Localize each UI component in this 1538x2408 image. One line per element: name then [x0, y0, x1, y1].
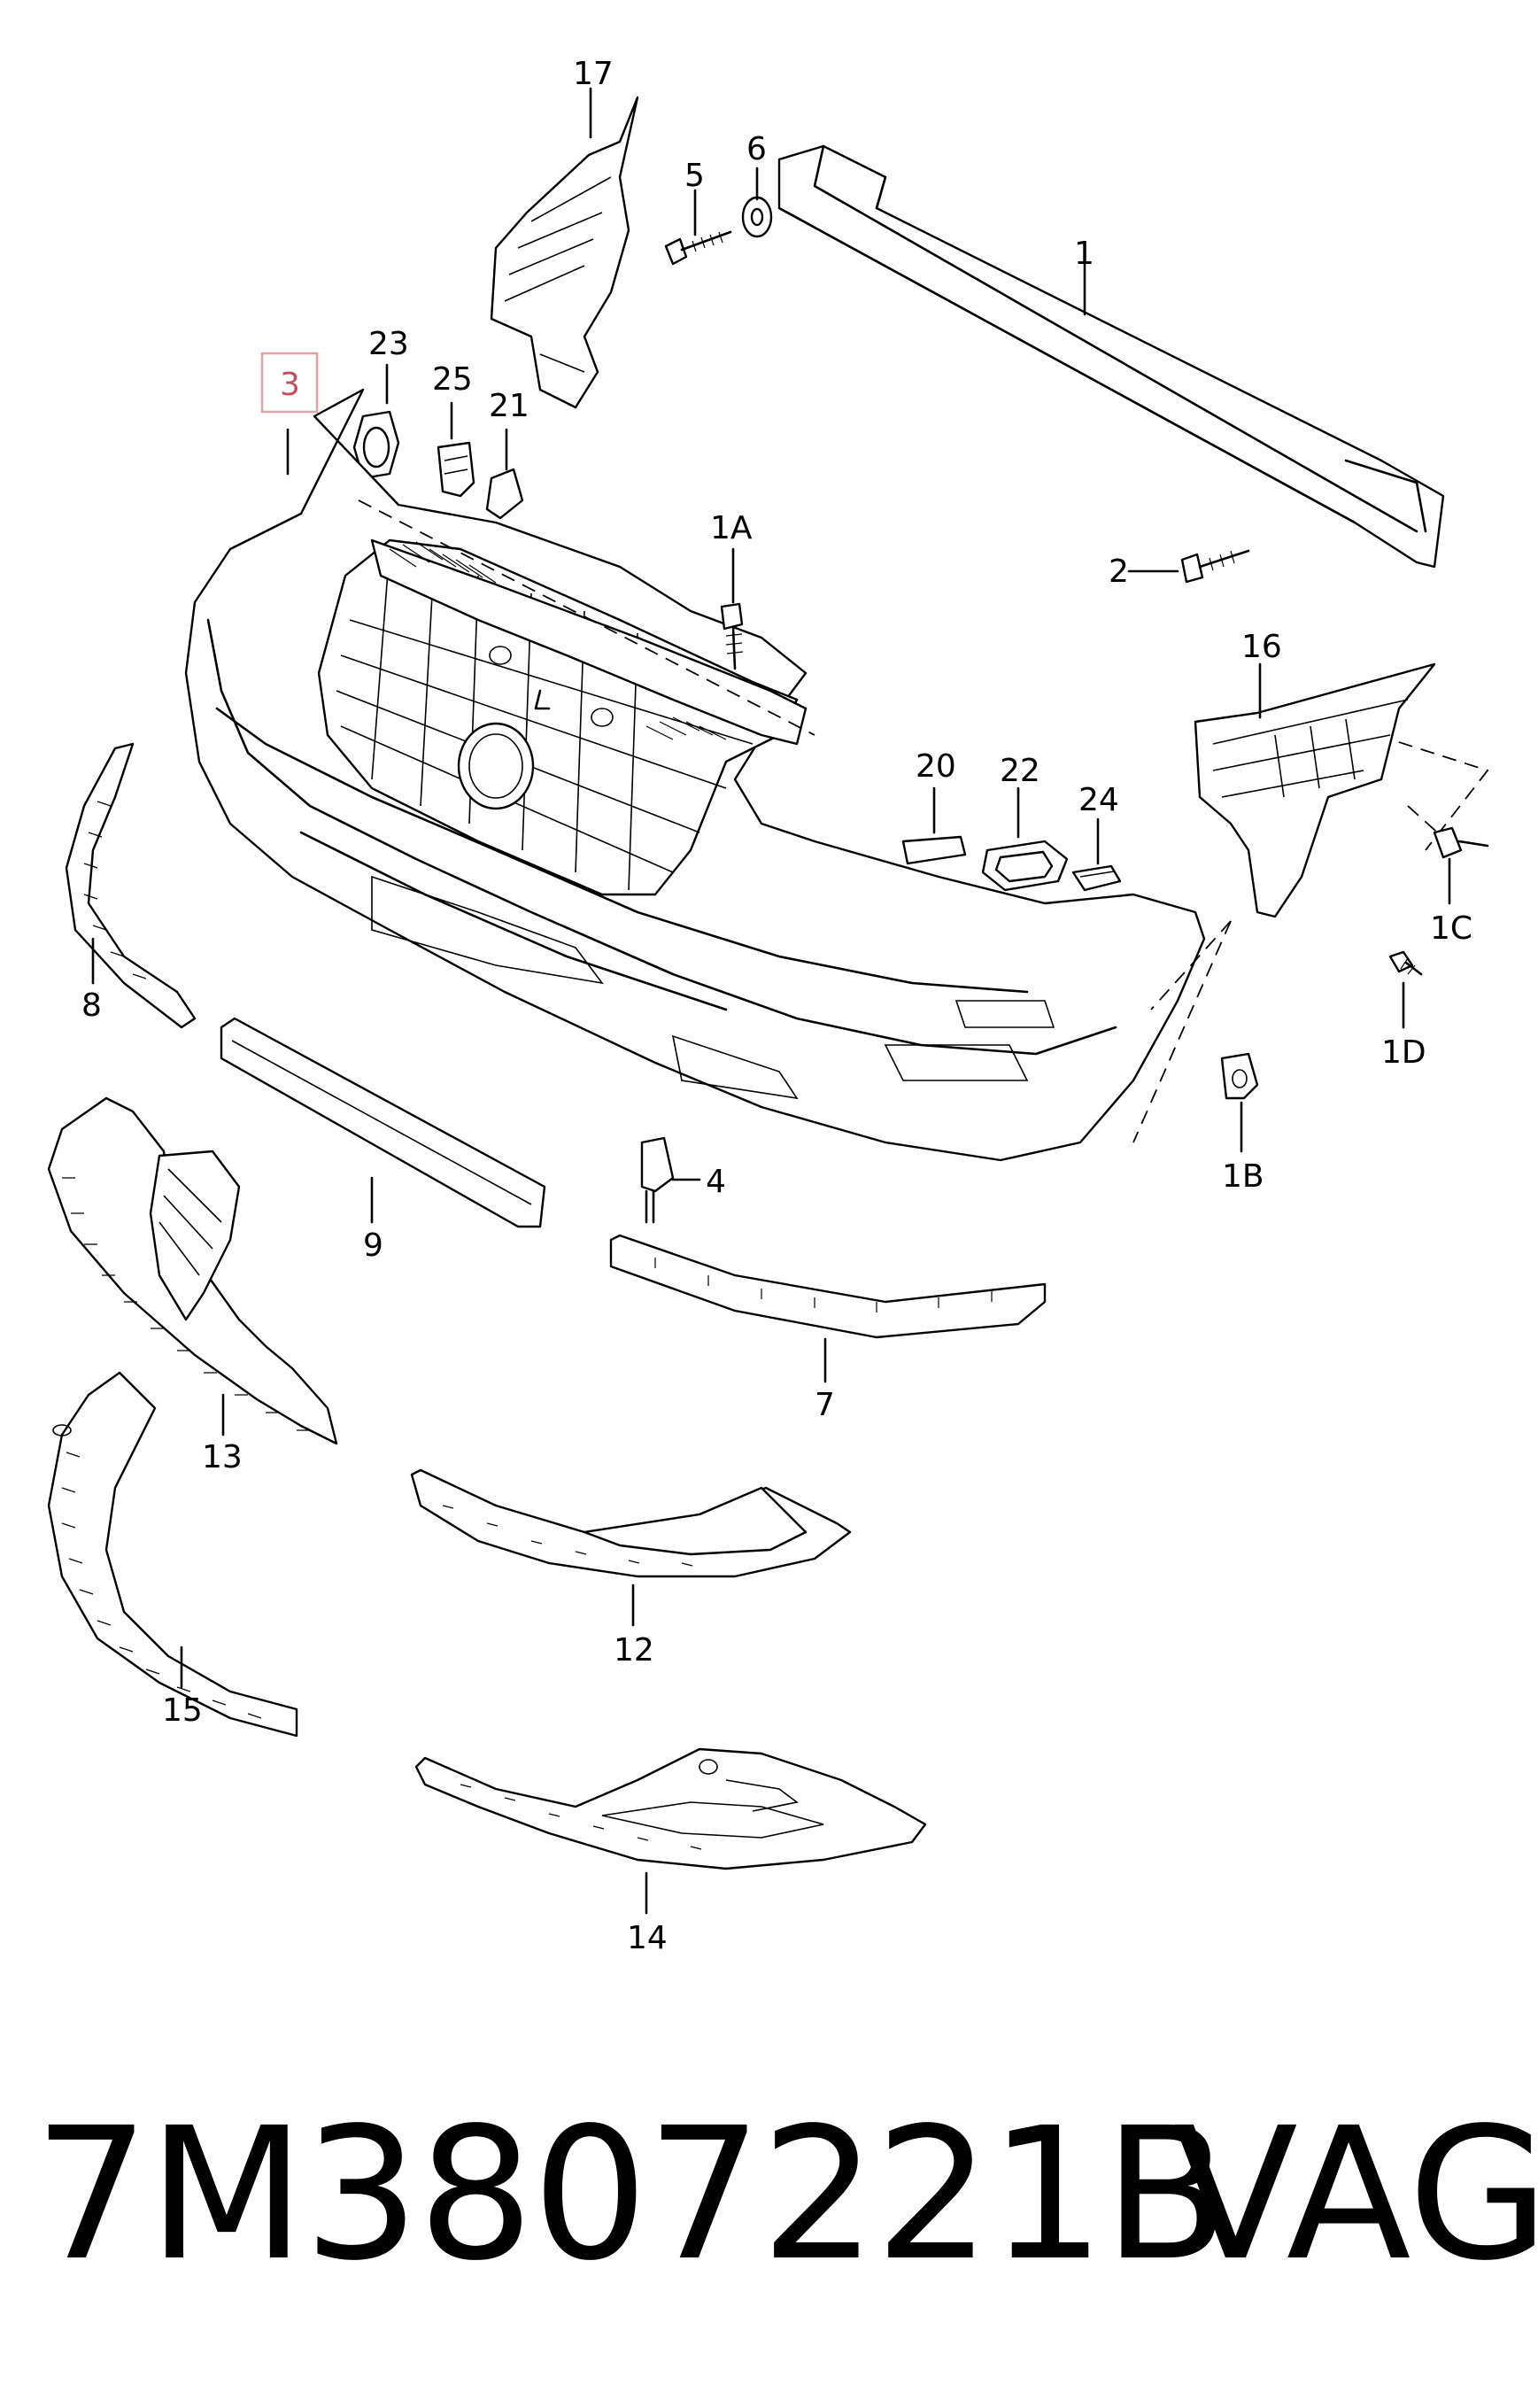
part-23-washer-nozzle-cap [352, 410, 400, 480]
label-7: 7 [815, 1387, 835, 1423]
label-24: 24 [1078, 782, 1119, 818]
label-2: 2 [1109, 554, 1129, 590]
leader-lines [91, 87, 1451, 1915]
label-3: 3 [280, 367, 300, 403]
part-20-cover-cap [901, 835, 967, 865]
label-9: 9 [363, 1227, 383, 1264]
brand-text: VAG [1173, 2088, 1538, 2301]
part-22-frame [981, 840, 1069, 892]
part-16-side-bracket [1194, 662, 1436, 918]
label-4: 4 [706, 1164, 726, 1200]
part-17-bracket [490, 96, 639, 409]
part-13-spoiler [47, 1096, 338, 1445]
part-number-text: 7M3807221B [34, 2088, 1229, 2301]
callout-labels: 17 6 5 1 23 25 21 3 1A 2 16 20 22 24 1C … [81, 56, 1472, 1956]
label-22: 22 [1000, 753, 1040, 789]
part-8-trim-strip [65, 742, 197, 1029]
part-24-clip [1071, 864, 1122, 892]
part-4-expansion-rivet [640, 1136, 675, 1224]
label-13: 13 [202, 1439, 243, 1475]
label-1B: 1B [1222, 1158, 1264, 1195]
part-25-clip [437, 441, 475, 498]
label-14: 14 [627, 1920, 668, 1956]
part-2-screw [1180, 549, 1250, 584]
label-8: 8 [81, 987, 102, 1024]
part-5-bolt [664, 230, 732, 266]
part-21-cap [485, 468, 524, 520]
label-17: 17 [573, 56, 614, 92]
label-23: 23 [368, 326, 409, 362]
label-21: 21 [489, 388, 529, 424]
label-15: 15 [162, 1692, 203, 1729]
part-6-washer [741, 196, 773, 238]
part-1D-screw [1388, 950, 1423, 976]
part-9-grille-strip [220, 1017, 546, 1228]
part-1-bumper-reinforcement [777, 144, 1445, 569]
part-1A-screw [720, 602, 744, 670]
label-12: 12 [614, 1632, 654, 1669]
label-6: 6 [746, 131, 767, 167]
highlight-box [260, 352, 319, 414]
part-15-spoiler [47, 1371, 298, 1738]
part-14-underbody-spoiler [414, 1747, 927, 1870]
label-20: 20 [916, 748, 956, 785]
label-16: 16 [1241, 629, 1282, 665]
label-1: 1 [1074, 236, 1094, 272]
label-1D: 1D [1381, 1034, 1426, 1071]
part-12-lower-spoiler [410, 1468, 852, 1578]
label-1A: 1A [710, 510, 753, 546]
label-5: 5 [684, 158, 705, 194]
label-1C: 1C [1430, 910, 1472, 947]
part-3-bumper-cover [184, 388, 1206, 1162]
part-7-lower-trim [609, 1234, 1047, 1339]
label-25: 25 [432, 361, 473, 398]
part-1B-clip [1220, 1052, 1259, 1100]
part-1C-fastener [1433, 826, 1489, 859]
